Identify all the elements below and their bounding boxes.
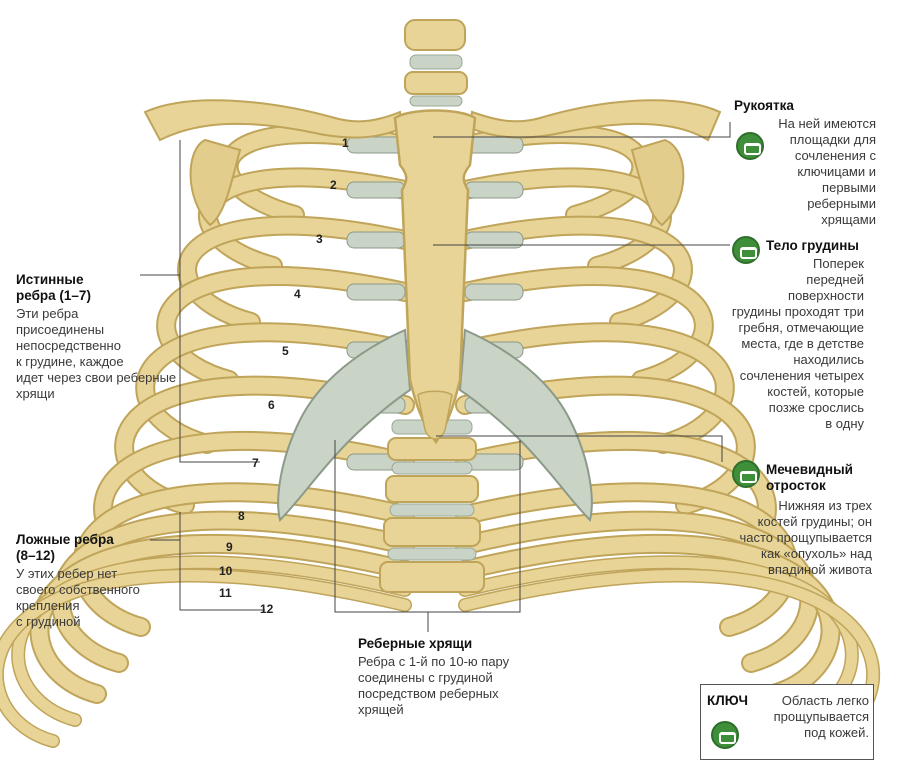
- rib: [137, 324, 413, 452]
- costal-cartilage-title: Реберные хрящи: [358, 636, 473, 651]
- costal-cartilage: [346, 181, 406, 199]
- rib-number-8: 8: [238, 509, 245, 523]
- right-shoulder: [630, 138, 685, 227]
- left-shoulder: [189, 138, 242, 227]
- costal-cartilage: [346, 231, 406, 249]
- rib: [457, 484, 797, 635]
- leader-lines: [140, 122, 731, 632]
- costal-cartilage: [464, 181, 524, 199]
- left-costal-margin: [277, 328, 412, 522]
- false-ribs-text: У этих ребер нет своего собственного кре…: [16, 566, 140, 629]
- key-text: Область легко прощупывается под кожей.: [773, 693, 869, 740]
- rib: [116, 377, 413, 513]
- key-title: КЛЮЧ: [707, 693, 748, 708]
- costal-cartilage-text: Ребра с 1-й по 10-ю пару соединены с гру…: [358, 654, 510, 717]
- xiphoid-title: Мечевидный отросток: [766, 462, 853, 493]
- palpation-hand-icon: [711, 721, 739, 749]
- rib-number-1: 1: [342, 136, 349, 150]
- rib: [457, 324, 733, 452]
- true-ribs-title: Истинные ребра (1–7): [16, 272, 91, 303]
- rib: [457, 217, 691, 330]
- rib-number-10: 10: [219, 564, 233, 578]
- rib-number-9: 9: [226, 540, 233, 554]
- rib-number-3: 3: [316, 232, 323, 246]
- rib-number-11: 11: [219, 586, 232, 600]
- rib-number-6: 6: [268, 398, 275, 412]
- manubrium-title: Рукоятка: [734, 98, 794, 113]
- manubrium-text: На ней имеются площадки для сочленения с…: [778, 116, 876, 227]
- xiphoid-text: Нижняя из трех костей грудины; он часто …: [739, 498, 872, 577]
- costal-cartilage: [464, 231, 524, 249]
- rib: [457, 377, 754, 513]
- rib-number-7: 7: [252, 456, 259, 470]
- rib: [158, 268, 413, 388]
- rib: [179, 217, 413, 330]
- rib-number-4: 4: [294, 287, 301, 301]
- rib-number-2: 2: [330, 178, 337, 192]
- palpation-hand-icon: [736, 132, 764, 160]
- rib-number-12: 12: [260, 602, 274, 616]
- false-ribs-title: Ложные ребра (8–12): [16, 532, 114, 563]
- rib: [0, 570, 411, 747]
- palpation-hand-icon: [732, 460, 760, 488]
- rib: [73, 484, 413, 635]
- xiphoid-process: [417, 390, 453, 440]
- costal-cartilage: [346, 283, 406, 301]
- sternum-body-text: Поперек передней поверхности грудины про…: [731, 256, 864, 431]
- right-costal-margin: [458, 328, 593, 522]
- spine: [379, 19, 485, 593]
- palpation-hand-icon: [732, 236, 760, 264]
- rib-number-5: 5: [282, 344, 289, 358]
- costal-cartilage: [464, 283, 524, 301]
- sternum: [393, 109, 477, 445]
- true-ribs-text: Эти ребра присоединены непосредственно к…: [16, 306, 177, 401]
- legend-key: КЛЮЧ Область легко прощупывается под кож…: [700, 684, 874, 760]
- rib: [457, 268, 712, 388]
- sternum-body-title: Тело грудины: [766, 238, 859, 253]
